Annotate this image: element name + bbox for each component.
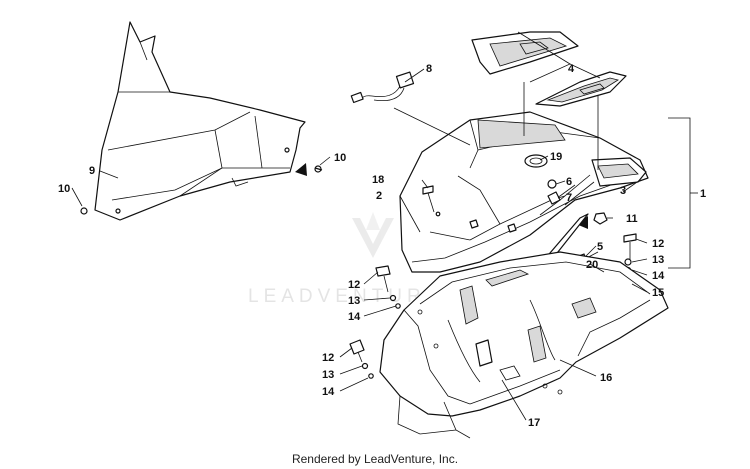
callout-12-low: 12 bbox=[322, 352, 334, 364]
nut bbox=[593, 212, 608, 225]
callout-10-left: 10 bbox=[58, 183, 70, 195]
callout-13-right: 13 bbox=[652, 254, 664, 266]
callout-16: 16 bbox=[600, 372, 612, 384]
callout-1: 1 bbox=[700, 188, 706, 200]
callout-14-right: 14 bbox=[652, 270, 665, 282]
callout-20: 20 bbox=[586, 259, 598, 271]
callout-19: 19 bbox=[550, 151, 562, 163]
callout-8: 8 bbox=[426, 63, 432, 75]
assembly-bracket bbox=[668, 117, 691, 269]
fastener bbox=[547, 179, 557, 189]
lower-hood bbox=[379, 251, 669, 439]
leader-lines bbox=[71, 31, 648, 421]
badge bbox=[524, 154, 548, 168]
light-lens-lower bbox=[535, 71, 627, 107]
callout-6: 6 bbox=[566, 176, 572, 188]
callout-4: 4 bbox=[568, 63, 575, 75]
callout-17: 17 bbox=[528, 417, 540, 429]
callout-10-right: 10 bbox=[334, 152, 346, 164]
callout-11: 11 bbox=[626, 213, 638, 225]
fastener-stack-low bbox=[349, 339, 374, 379]
fastener-stack-mid bbox=[375, 265, 401, 309]
footer-credit: Rendered by LeadVenture, Inc. bbox=[291, 452, 459, 466]
direction-arrow-icon bbox=[295, 163, 307, 176]
leadventure-watermark: LEADVENTURE bbox=[248, 212, 443, 307]
upper-hood bbox=[399, 111, 649, 273]
wire-harness bbox=[350, 68, 425, 104]
callout-5: 5 bbox=[597, 241, 603, 253]
callout-12-right: 12 bbox=[652, 238, 664, 250]
callout-14-low: 14 bbox=[322, 386, 335, 398]
callouts: 1 2 3 4 5 6 7 8 9 10 10 11 12 13 14 12 1… bbox=[58, 63, 706, 429]
callout-13-mid: 13 bbox=[348, 295, 360, 307]
windshield-screws bbox=[80, 147, 323, 215]
watermark-text: LEADVENTURE bbox=[248, 286, 443, 307]
callout-9: 9 bbox=[89, 165, 95, 177]
callout-7: 7 bbox=[566, 192, 572, 204]
callout-13-low: 13 bbox=[322, 369, 334, 381]
callout-3: 3 bbox=[620, 185, 626, 197]
fastener bbox=[547, 191, 561, 205]
hood-grille bbox=[539, 157, 647, 216]
callout-12-mid: 12 bbox=[348, 279, 360, 291]
callout-15: 15 bbox=[652, 287, 664, 299]
windshield bbox=[94, 21, 306, 221]
callout-18: 18 bbox=[372, 174, 384, 186]
callout-2: 2 bbox=[376, 190, 382, 202]
callout-14-mid: 14 bbox=[348, 311, 361, 323]
bolt bbox=[422, 185, 441, 217]
